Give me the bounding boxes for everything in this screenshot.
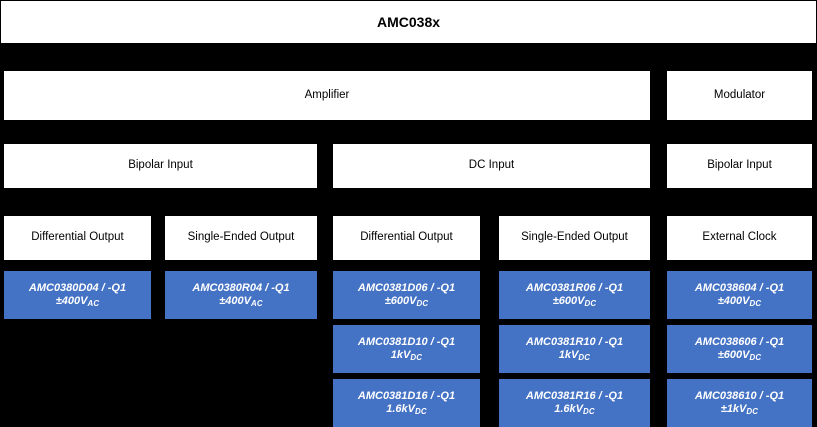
part-card-col4-row1[interactable]: AMC0381R06 / -Q1 ±600VDC: [499, 271, 650, 319]
part-number: AMC0381D16 / -Q1: [357, 390, 456, 403]
part-card-col3-row1[interactable]: AMC0381D06 / -Q1 ±600VDC: [333, 271, 480, 319]
part-card-col4-row3[interactable]: AMC0381R16 / -Q1 1.6kVDC: [499, 379, 650, 427]
part-voltage-unit: AC: [87, 299, 100, 309]
part-card-col1-row1[interactable]: AMC0380D04 / -Q1 ±400VAC: [4, 271, 151, 319]
part-number: AMC0381R10 / -Q1: [525, 336, 624, 349]
part-number: AMC038604 / -Q1: [694, 282, 785, 295]
part-card-col5-row2[interactable]: AMC038606 / -Q1 ±600VDC: [667, 325, 812, 373]
diagram-title: AMC038x: [0, 0, 817, 44]
part-voltage-unit: DC: [416, 299, 429, 309]
part-voltage-unit: AC: [250, 299, 263, 309]
part-card-col2-row1[interactable]: AMC0380R04 / -Q1 ±400VAC: [165, 271, 317, 319]
input-type-bipolar-left: Bipolar Input: [4, 144, 317, 188]
part-number: AMC0381D10 / -Q1: [357, 336, 456, 349]
part-voltage-unit: DC: [414, 407, 427, 417]
part-number: AMC0380D04 / -Q1: [28, 282, 127, 295]
output-type-external-clock-col5: External Clock: [667, 216, 812, 260]
part-voltage: 1kVDC: [558, 349, 591, 363]
part-voltage: ±600VDC: [384, 295, 429, 309]
output-type-differential-col3: Differential Output: [333, 216, 480, 260]
function-block-amplifier: Amplifier: [4, 71, 650, 120]
function-block-modulator: Modulator: [667, 71, 812, 120]
part-voltage: ±400VDC: [717, 295, 762, 309]
part-voltage: 1kVDC: [390, 349, 423, 363]
part-card-col4-row2[interactable]: AMC0381R10 / -Q1 1kVDC: [499, 325, 650, 373]
part-voltage-unit: DC: [410, 353, 423, 363]
part-card-col3-row3[interactable]: AMC0381D16 / -Q1 1.6kVDC: [333, 379, 480, 427]
part-voltage: 1.6kVDC: [386, 403, 427, 417]
input-type-bipolar-right: Bipolar Input: [667, 144, 812, 188]
part-number: AMC038610 / -Q1: [694, 390, 785, 403]
part-number: AMC038606 / -Q1: [694, 336, 785, 349]
part-voltage: ±400VAC: [219, 295, 263, 309]
part-voltage: ±400VAC: [55, 295, 100, 309]
part-voltage: ±1kVDC: [720, 403, 759, 417]
part-voltage-unit: DC: [749, 353, 762, 363]
output-type-single-ended-col2: Single-Ended Output: [165, 216, 317, 260]
output-type-differential-col1: Differential Output: [4, 216, 151, 260]
part-card-col5-row3[interactable]: AMC038610 / -Q1 ±1kVDC: [667, 379, 812, 427]
part-voltage-unit: DC: [578, 353, 591, 363]
part-voltage: ±600VDC: [717, 349, 762, 363]
part-voltage-unit: DC: [582, 407, 595, 417]
part-number: AMC0381D06 / -Q1: [357, 282, 456, 295]
part-card-col5-row1[interactable]: AMC038604 / -Q1 ±400VDC: [667, 271, 812, 319]
part-voltage-unit: DC: [749, 299, 762, 309]
part-number: AMC0380R04 / -Q1: [192, 282, 290, 295]
part-voltage: 1.6kVDC: [554, 403, 595, 417]
part-number: AMC0381R06 / -Q1: [525, 282, 624, 295]
part-voltage-unit: DC: [746, 407, 759, 417]
input-type-dc: DC Input: [333, 144, 650, 188]
part-voltage-unit: DC: [584, 299, 597, 309]
output-type-single-ended-col4: Single-Ended Output: [499, 216, 650, 260]
part-voltage: ±600VDC: [552, 295, 597, 309]
part-number: AMC0381R16 / -Q1: [525, 390, 624, 403]
part-card-col3-row2[interactable]: AMC0381D10 / -Q1 1kVDC: [333, 325, 480, 373]
